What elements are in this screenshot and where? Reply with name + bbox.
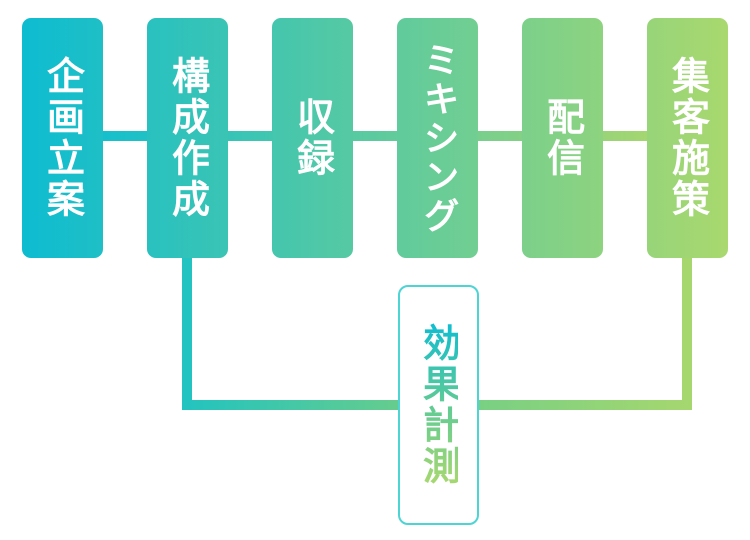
step-label: 構成作成 <box>165 56 210 220</box>
right-feedback-line <box>682 255 692 410</box>
effect-measurement-label: 効果計測 <box>416 323 461 487</box>
effect-measurement-box: 効果計測 <box>398 285 479 525</box>
step-label: 配信 <box>540 97 585 179</box>
step-planning: 企画立案 <box>22 18 103 258</box>
step-composition: 構成作成 <box>147 18 228 258</box>
step-distribution: 配信 <box>522 18 603 258</box>
main-connector-line <box>100 131 650 141</box>
step-label: ミキシング <box>417 40 459 236</box>
step-mixing: ミキシング <box>397 18 478 258</box>
step-label: 収録 <box>290 97 335 179</box>
step-promotion: 集客施策 <box>647 18 728 258</box>
left-feedback-line <box>182 255 192 410</box>
step-label: 集客施策 <box>665 56 710 220</box>
step-label: 企画立案 <box>40 56 85 220</box>
step-recording: 収録 <box>272 18 353 258</box>
